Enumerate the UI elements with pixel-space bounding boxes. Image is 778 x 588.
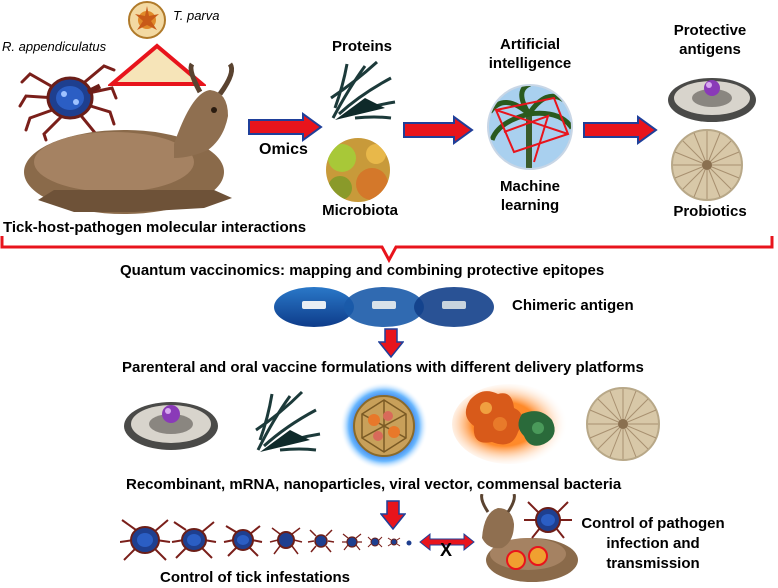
proteins-label: Proteins — [331, 38, 392, 55]
ai-label-line1: Artificial — [499, 36, 560, 53]
probiotics-image — [669, 128, 745, 202]
tick-image — [18, 52, 118, 142]
tick-4 — [269, 527, 303, 555]
microbiota-image — [322, 136, 394, 204]
probiotics-label: Probiotics — [673, 203, 747, 220]
tick-7 — [367, 536, 383, 548]
protective-antigens-line2: antigens — [679, 41, 741, 58]
ml-label-line2: learning — [500, 197, 560, 214]
omics-label: Omics — [259, 141, 308, 158]
tick-3 — [223, 525, 263, 557]
control-pathogen-line1: Control of pathogen — [581, 515, 725, 532]
chimeric-antigen-image — [272, 285, 498, 329]
chimeric-antigen-label: Chimeric antigen — [512, 297, 634, 314]
arrow-down-formulations — [378, 328, 404, 358]
protective-antigen-image — [666, 66, 758, 126]
arrow-to-antigens — [582, 115, 658, 145]
pathogen-cell-image — [125, 0, 171, 40]
control-pathogen-line3: transmission — [606, 555, 700, 572]
blocked-x-mark: X — [440, 540, 453, 560]
tick-infestation-row — [120, 512, 420, 568]
control-ticks-label: Control of tick infestations — [160, 569, 351, 586]
blocked-transmission-arrow — [418, 532, 476, 552]
ai-label-line2: intelligence — [488, 55, 572, 72]
vaccinated-cattle-image — [474, 494, 580, 588]
machine-learning-network-image — [484, 82, 576, 172]
arrow-to-ai — [402, 115, 474, 145]
microbiota-label: Microbiota — [322, 202, 398, 219]
control-pathogen-line2: infection and — [606, 535, 700, 552]
tick-8 — [387, 537, 401, 547]
arrow-down-control — [380, 500, 406, 530]
protective-antigens-line1: Protective — [673, 22, 747, 39]
tick-1 — [120, 519, 171, 561]
cattle-host-image — [14, 62, 244, 222]
formulations-label: Parenteral and oral vaccine formulations… — [122, 359, 644, 376]
delivery-platforms-label: Recombinant, mRNA, nanoparticles, viral … — [126, 476, 622, 493]
viral-vector-image — [452, 380, 572, 464]
pathogen-species-label: T. parva — [173, 8, 220, 23]
tick-9 — [406, 540, 412, 546]
tick-5 — [307, 529, 335, 553]
mrna-protein-image — [250, 388, 322, 456]
tick-species-label: R. appendiculatus — [2, 39, 107, 54]
recombinant-antigen-image — [122, 392, 220, 454]
tick-6 — [342, 533, 362, 551]
arrow-omics — [247, 112, 323, 142]
interactions-label: Tick-host-pathogen molecular interaction… — [3, 219, 307, 236]
quantum-vaccinomics-label: Quantum vaccinomics: mapping and combini… — [120, 262, 605, 279]
ml-label-line1: Machine — [499, 178, 560, 195]
commensal-bacteria-image — [584, 386, 662, 462]
tick-2 — [171, 521, 217, 559]
grouping-bracket — [0, 234, 778, 264]
nanoparticle-image — [340, 382, 428, 470]
interaction-triangle — [108, 42, 206, 88]
protein-structure-image — [325, 58, 397, 124]
